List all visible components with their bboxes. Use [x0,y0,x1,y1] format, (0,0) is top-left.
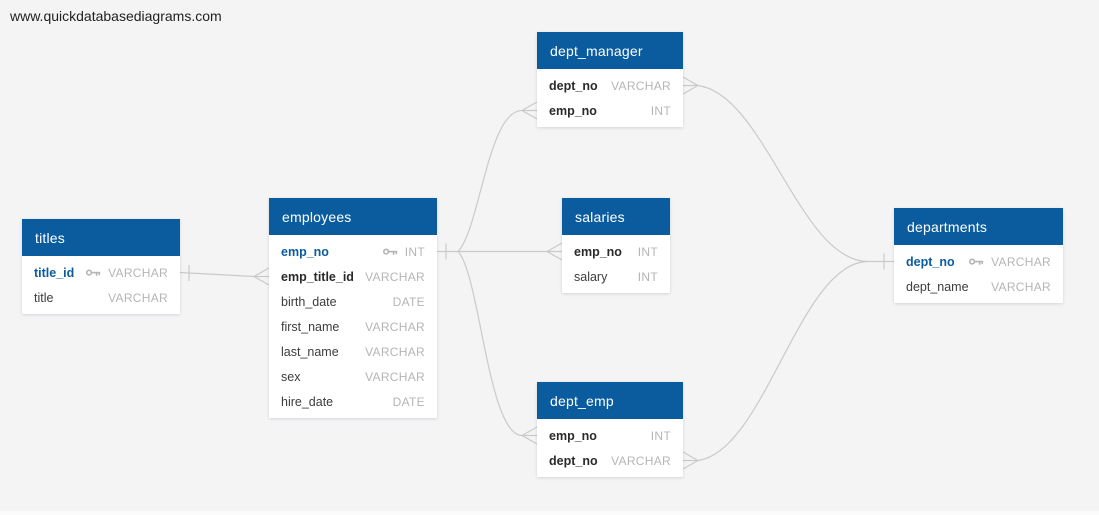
field-type: VARCHAR [611,78,671,93]
field-type: INT [650,428,671,443]
field-name: dept_no [906,254,955,269]
table-header-departments[interactable]: departments [894,208,1063,245]
table-header-employees[interactable]: employees [269,198,437,235]
table-header-dept_manager[interactable]: dept_manager [537,32,683,69]
field-row-hire_date: hire_date DATE [269,389,437,414]
field-type: VARCHAR [365,319,425,334]
field-row-emp_no: emp_no INT [537,423,683,448]
field-row-title_id: title_id VARCHAR [22,260,180,285]
table-header-salaries[interactable]: salaries [562,198,670,235]
field-row-emp_title_id: emp_title_id VARCHAR [269,264,437,289]
table-title: salaries [575,208,625,225]
table-title: employees [282,208,352,225]
table-dept_emp[interactable]: dept_emp emp_no INT dept_no VARCHAR [537,382,683,477]
key-icon [86,269,101,276]
field-type: INT [637,269,658,284]
field-row-dept_no: dept_no VARCHAR [537,73,683,98]
table-title: dept_emp [550,392,614,409]
field-name: first_name [281,319,340,334]
canvas-bottom-edge [0,511,1099,515]
table-title: titles [35,229,65,246]
field-name: sex [281,369,301,384]
field-type: DATE [392,394,425,409]
field-type: INT [404,244,425,259]
field-name: last_name [281,344,339,359]
field-name: emp_no [549,428,597,443]
table-title: dept_manager [550,42,643,59]
field-name: hire_date [281,394,334,409]
field-type: DATE [392,294,425,309]
field-row-emp_no: emp_no INT [269,239,437,264]
field-type: INT [650,103,671,118]
field-name: emp_no [281,244,329,259]
field-row-title: title VARCHAR [22,285,180,310]
field-type: VARCHAR [611,453,671,468]
table-body: emp_no INT dept_no VARCHAR [537,419,683,477]
field-row-birth_date: birth_date DATE [269,289,437,314]
field-row-sex: sex VARCHAR [269,364,437,389]
table-dept_manager[interactable]: dept_manager dept_no VARCHAR emp_no INT [537,32,683,127]
field-name: dept_no [549,453,598,468]
field-name: emp_no [549,103,597,118]
field-type: INT [637,244,658,259]
field-name: salary [574,269,608,284]
field-name: birth_date [281,294,337,309]
field-type: VARCHAR [991,279,1051,294]
field-type: VARCHAR [108,290,168,305]
field-row-dept_no: dept_no VARCHAR [894,249,1063,274]
field-type: VARCHAR [365,344,425,359]
field-row-emp_no: emp_no INT [562,239,670,264]
field-type: VARCHAR [365,369,425,384]
field-row-first_name: first_name VARCHAR [269,314,437,339]
field-name: title [34,290,54,305]
field-row-dept_no: dept_no VARCHAR [537,448,683,473]
key-icon [969,258,984,265]
table-header-dept_emp[interactable]: dept_emp [537,382,683,419]
field-type: VARCHAR [365,269,425,284]
field-name: emp_no [574,244,622,259]
field-row-last_name: last_name VARCHAR [269,339,437,364]
field-type: VARCHAR [108,265,168,280]
field-name: emp_title_id [281,269,354,284]
watermark-link[interactable]: www.quickdatabasediagrams.com [10,8,222,24]
field-name: dept_name [906,279,969,294]
field-row-dept_name: dept_name VARCHAR [894,274,1063,299]
field-name: dept_no [549,78,598,93]
field-row-salary: salary INT [562,264,670,289]
table-title: departments [907,218,988,235]
field-type: VARCHAR [991,254,1051,269]
key-icon [382,248,397,255]
table-header-titles[interactable]: titles [22,219,180,256]
field-row-emp_no: emp_no INT [537,98,683,123]
table-body: dept_no VARCHAR emp_no INT [537,69,683,127]
field-name: title_id [34,265,75,280]
